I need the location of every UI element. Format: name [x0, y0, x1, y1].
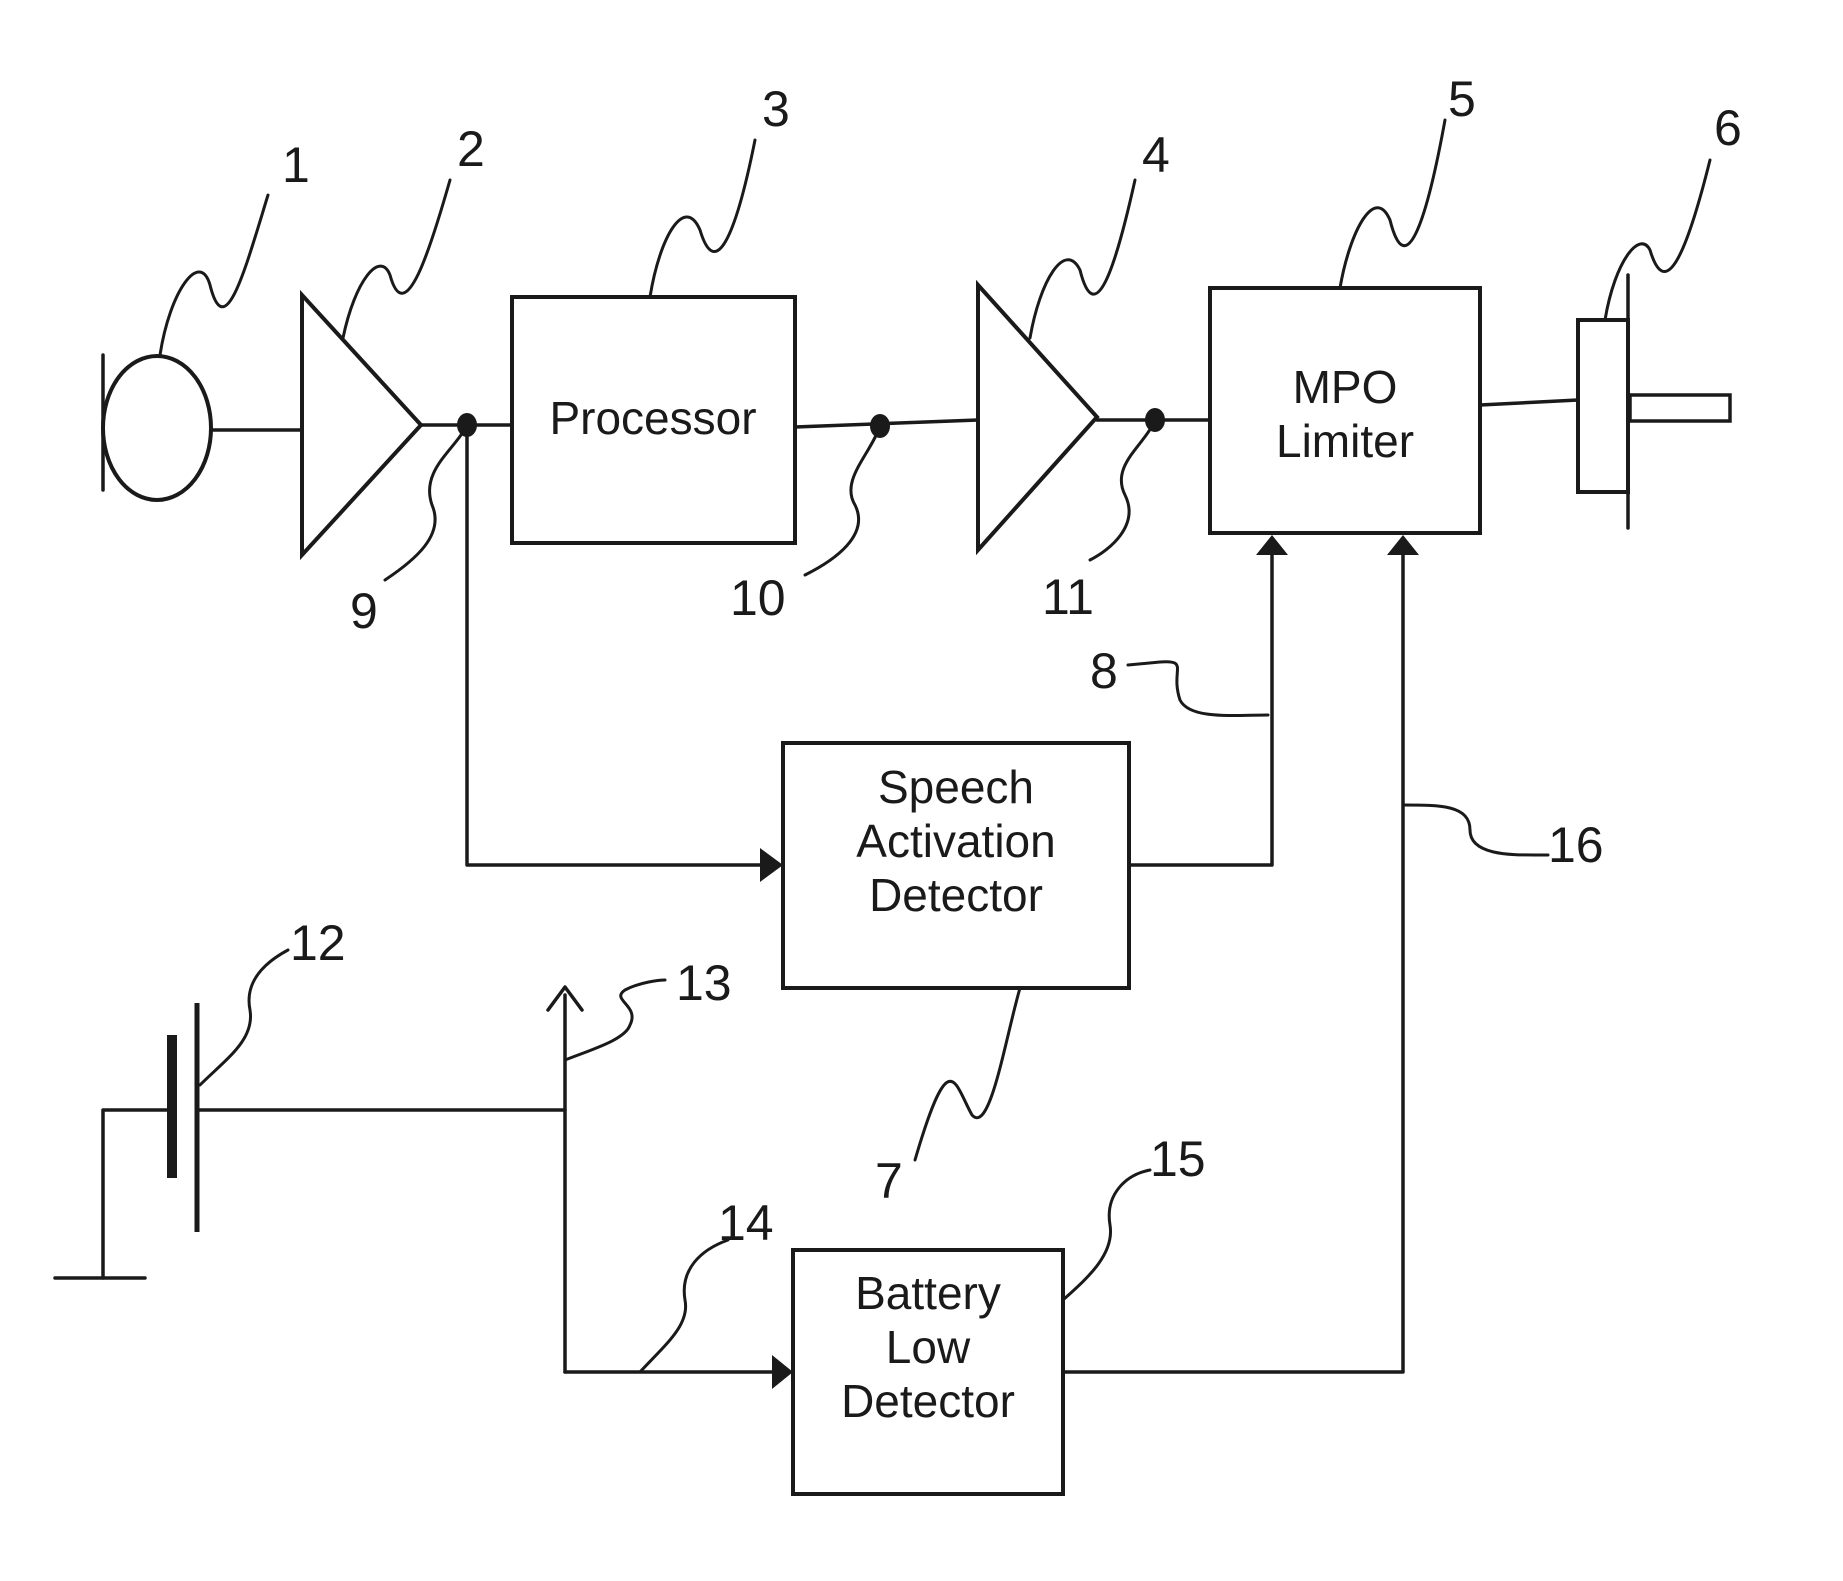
microphone [103, 355, 211, 500]
battery-low-detector-line3: Detector [841, 1375, 1015, 1427]
numeral-5: 5 [1448, 71, 1476, 127]
processor-label: Processor [549, 392, 756, 444]
leader-11 [1090, 420, 1155, 560]
numeral-14: 14 [718, 1195, 774, 1251]
wire-speech-detector-to-limiter [1129, 555, 1272, 865]
leader-13 [565, 980, 665, 1060]
battery-low-detector-line2: Low [886, 1321, 971, 1373]
numeral-2: 2 [457, 121, 485, 177]
receiver-nozzle [1630, 395, 1730, 421]
mpo-limiter-block: MPO Limiter [1210, 288, 1480, 533]
leader-3 [650, 140, 755, 297]
leader-4 [1030, 180, 1135, 338]
mpo-limiter-label-line1: MPO [1293, 361, 1398, 413]
leader-8 [1128, 662, 1268, 716]
leader-12 [200, 950, 288, 1085]
leader-10 [805, 426, 880, 575]
speech-activation-detector-block: Speech Activation Detector [783, 743, 1129, 988]
numeral-1: 1 [282, 137, 310, 193]
arrowhead-limiter-input-8 [1256, 535, 1288, 555]
battery-low-detector-block: Battery Low Detector [793, 1250, 1063, 1494]
leader-15 [1063, 1170, 1150, 1300]
numeral-4: 4 [1142, 127, 1170, 183]
numeral-16: 16 [1548, 817, 1604, 873]
leader-6 [1605, 160, 1710, 320]
numeral-8: 8 [1090, 643, 1118, 699]
ground-symbol [55, 1110, 172, 1278]
ground-wire [103, 1110, 172, 1278]
arrowhead-speech-detector-input [760, 848, 783, 882]
receiver-body [1578, 320, 1628, 492]
battery-low-detector-line1: Battery [855, 1267, 1001, 1319]
microphone-capsule [103, 356, 211, 500]
wire-limiter-to-receiver [1480, 400, 1578, 405]
leader-2 [343, 180, 450, 338]
numeral-6: 6 [1714, 100, 1742, 156]
numeral-15: 15 [1150, 1131, 1206, 1187]
leader-14 [640, 1240, 728, 1372]
receiver [1578, 275, 1730, 528]
battery [172, 1003, 197, 1232]
preamplifier [302, 295, 421, 555]
processor-block: Processor [512, 297, 795, 543]
mpo-limiter-label-line2: Limiter [1276, 415, 1414, 467]
speech-activation-detector-line2: Activation [856, 815, 1055, 867]
numeral-11: 11 [1042, 569, 1094, 625]
numeral-9: 9 [350, 583, 378, 639]
arrowhead-limiter-input-16 [1387, 535, 1419, 555]
speech-activation-detector-line1: Speech [878, 761, 1034, 813]
reference-numerals: 1 2 3 4 5 6 7 8 9 10 11 12 13 14 15 16 [282, 71, 1742, 1251]
numeral-7: 7 [875, 1153, 903, 1209]
numeral-13: 13 [676, 955, 732, 1011]
speech-activation-detector-line3: Detector [869, 869, 1043, 921]
arrowhead-battery-detector-input [772, 1355, 793, 1389]
leader-7 [915, 988, 1020, 1160]
output-amplifier [978, 285, 1097, 550]
leader-5 [1340, 120, 1445, 288]
leader-16 [1403, 805, 1548, 855]
numeral-3: 3 [762, 81, 790, 137]
numeral-10: 10 [730, 570, 786, 626]
leader-1 [160, 195, 268, 355]
numeral-12: 12 [290, 915, 346, 971]
